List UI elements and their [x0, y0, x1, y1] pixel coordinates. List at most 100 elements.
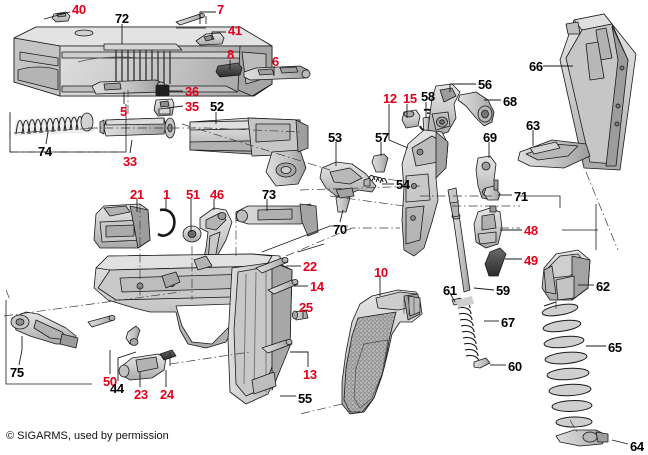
part-35: [153, 98, 175, 117]
callout-label-23: 23: [134, 387, 148, 402]
callout-label-7: 7: [217, 2, 224, 17]
callout-label-46: 46: [210, 187, 224, 202]
part-10-grip: [341, 289, 423, 415]
part-66-magazine: [559, 13, 637, 171]
leader-line-44: [117, 351, 137, 381]
leader-line-56: [449, 83, 476, 92]
part-21-locking-insert: [93, 203, 151, 249]
part-57-pin: [371, 153, 389, 173]
callout-label-48: 48: [524, 223, 538, 238]
part-62-housing: [541, 249, 591, 301]
part-49: [484, 247, 507, 277]
part-44: [125, 325, 141, 346]
callout-label-12: 12: [383, 91, 397, 106]
part-12: [401, 109, 421, 129]
callout-label-66: 66: [529, 59, 543, 74]
callout-label-71: 71: [514, 189, 528, 204]
callout-label-13: 13: [303, 367, 317, 382]
leader-lines: [18, 11, 629, 445]
leader-line-35: [166, 105, 184, 109]
leader-line-64: [611, 439, 629, 445]
part-46-trigger: [199, 207, 233, 269]
part-8: [215, 62, 243, 78]
leader-line-12: [388, 104, 409, 149]
part-55-grip-panel-edge: [251, 371, 277, 395]
callout-label-57: 57: [375, 130, 389, 145]
leader-line-41: [211, 31, 226, 40]
part-56-hammer: [427, 83, 461, 137]
part-6: [243, 65, 311, 81]
callout-label-62: 62: [596, 279, 610, 294]
part-65-spring: [541, 301, 593, 428]
callout-label-10: 10: [374, 265, 388, 280]
part-75-slide-release: [10, 311, 79, 349]
callout-label-50: 50: [103, 374, 117, 389]
callout-label-6: 6: [272, 54, 279, 69]
part-63-magazine-base: [517, 139, 591, 169]
part-67-mainspring: [456, 296, 480, 363]
part-68-strut: [457, 91, 495, 127]
callout-label-14: 14: [310, 279, 324, 294]
callout-label-74: 74: [38, 144, 52, 159]
callout-label-60: 60: [508, 359, 522, 374]
callout-label-8: 8: [227, 47, 234, 62]
part-48: [473, 205, 503, 249]
part-64: [555, 429, 609, 447]
leader-line-61: [449, 292, 456, 303]
callout-label-61: 61: [443, 283, 457, 298]
callout-label-67: 67: [501, 315, 515, 330]
callout-label-33: 33: [123, 154, 137, 169]
callout-label-15: 15: [403, 91, 417, 106]
part-13-pin: [261, 338, 293, 354]
callout-label-70: 70: [333, 222, 347, 237]
part-40: [51, 11, 71, 23]
part-53-lever: [319, 161, 377, 199]
callout-label-53: 53: [328, 130, 342, 145]
part-33-guide-rod: [99, 117, 176, 139]
part-5: [91, 79, 166, 95]
callout-label-5: 5: [120, 104, 127, 119]
leader-line-33: [129, 139, 133, 154]
callout-label-59: 59: [496, 283, 510, 298]
leader-line-74: [45, 131, 49, 145]
callout-label-51: 51: [186, 187, 200, 202]
part-73-transfer-bar: [235, 203, 319, 237]
part-sear-plate: [401, 129, 449, 257]
leader-line-7: [199, 11, 216, 24]
part-7: [175, 13, 205, 26]
callout-label-36: 36: [185, 84, 199, 99]
part-1-clip: [157, 208, 176, 237]
part-frame: [93, 253, 293, 405]
callout-label-64: 64: [630, 439, 644, 454]
callout-label-21: 21: [130, 187, 144, 202]
part-25: [291, 309, 309, 321]
leader-line-40: [43, 11, 71, 20]
callout-label-75: 75: [10, 365, 24, 380]
callout-label-44: 44: [110, 381, 124, 396]
callout-label-72: 72: [115, 11, 129, 26]
callout-label-35: 35: [185, 99, 199, 114]
part-74-spring: [14, 112, 94, 136]
leader-line-75: [18, 336, 23, 366]
leader-line-70: [339, 209, 344, 223]
callout-label-63: 63: [526, 118, 540, 133]
part-50-pin: [87, 314, 116, 328]
callout-label-56: 56: [478, 77, 492, 92]
leader-line-59: [473, 287, 495, 291]
leader-line-13: [290, 351, 309, 367]
callout-label-40: 40: [72, 2, 86, 17]
callout-label-65: 65: [608, 340, 622, 355]
callout-label-55: 55: [298, 391, 312, 406]
callout-label-73: 73: [262, 187, 276, 202]
part-60: [473, 357, 491, 369]
part-23: [118, 353, 167, 381]
part-51: [182, 225, 202, 243]
part-14-pin: [267, 278, 299, 295]
part-36: [155, 84, 170, 97]
alignment-brackets: [5, 16, 598, 385]
callout-label-52: 52: [210, 99, 224, 114]
callout-label-69: 69: [483, 130, 497, 145]
callout-label-54: 54: [396, 177, 410, 192]
callout-label-49: 49: [524, 253, 538, 268]
